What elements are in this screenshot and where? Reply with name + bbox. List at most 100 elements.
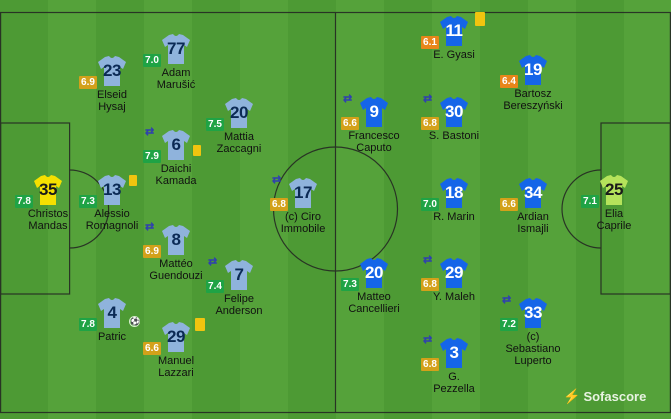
rating-badge: 6.4 [500, 75, 518, 88]
player-name: Patric [97, 331, 127, 343]
jersey-number: 29 [445, 263, 463, 282]
rating-badge: 6.6 [143, 342, 161, 355]
jersey-number: 17 [294, 183, 312, 202]
jersey-number: 19 [524, 60, 542, 79]
substitution-icon: ⇄ [423, 254, 433, 266]
yellow-card-icon [195, 318, 205, 331]
sofascore-wordmark: Sofascore [583, 389, 647, 404]
substitution-icon: ⇄ [502, 294, 512, 306]
jersey-number: 23 [103, 61, 121, 80]
shirt-icon: 35 [34, 175, 62, 205]
shirt-icon: 77 [162, 34, 190, 64]
rating-badge: 6.8 [270, 198, 288, 211]
jersey-number: 9 [369, 102, 379, 121]
jersey-number: 77 [167, 39, 185, 58]
player-name: S. Bastoni [428, 130, 480, 142]
shirt-icon: 6 [162, 130, 190, 160]
jersey-number: 18 [445, 183, 463, 202]
substitution-icon: ⇄ [272, 174, 282, 186]
substitution-icon: ⇄ [208, 256, 218, 268]
rating-badge: 7.8 [15, 195, 33, 208]
jersey-number: 11 [445, 21, 463, 40]
jersey-number: 29 [167, 327, 185, 346]
shirt-icon: 20 [225, 98, 253, 128]
player-name: G.Pezzella [433, 371, 475, 395]
shirt-icon: 23 [98, 56, 126, 86]
substitution-icon: ⇄ [145, 126, 155, 138]
rating-badge: 6.6 [500, 198, 518, 211]
yellow-card-icon [193, 145, 201, 156]
shirt-icon: 18 [440, 178, 468, 208]
jersey-number: 7 [234, 265, 244, 284]
shirt-icon: 8 [162, 225, 190, 255]
jersey-number: 34 [524, 183, 542, 202]
rating-badge: 6.8 [421, 358, 439, 371]
jersey-number: 4 [107, 303, 117, 322]
rating-badge: 7.2 [500, 318, 518, 331]
jersey-number: 3 [449, 343, 459, 362]
rating-badge: 7.4 [206, 280, 224, 293]
sofascore-logo: ⚡ Sofascore [563, 388, 646, 405]
jersey-number: 35 [39, 180, 57, 199]
rating-badge: 7.0 [143, 54, 161, 67]
substitution-icon: ⇄ [423, 334, 433, 346]
substitution-icon: ⇄ [423, 93, 433, 105]
shirt-icon: 19 [519, 55, 547, 85]
rating-badge: 7.3 [341, 278, 359, 291]
substitution-icon: ⇄ [343, 93, 353, 105]
rating-badge: 7.8 [79, 318, 97, 331]
yellow-card-icon [475, 12, 485, 26]
shirt-icon: 17 [289, 178, 317, 208]
shirt-icon: 9 [360, 97, 388, 127]
rating-badge: 7.5 [206, 118, 224, 131]
shirt-icon: 20 [360, 258, 388, 288]
shirt-icon: 7 [225, 260, 253, 290]
shirt-icon: 25 [600, 175, 628, 205]
shirt-icon: 29 [162, 322, 190, 352]
rating-badge: 6.6 [341, 117, 359, 130]
substitution-icon: ⇄ [145, 221, 155, 233]
jersey-number: 13 [103, 180, 121, 199]
rating-badge: 6.8 [421, 278, 439, 291]
jersey-number: 20 [365, 263, 383, 282]
player-name: Y. Maleh [433, 291, 475, 303]
rating-badge: 7.9 [143, 150, 161, 163]
jersey-number: 33 [524, 303, 542, 322]
shirt-icon: 30 [440, 97, 468, 127]
rating-badge: 6.9 [79, 76, 97, 89]
shirt-icon: 34 [519, 178, 547, 208]
yellow-card-icon [129, 175, 137, 186]
shirt-icon: 33 [519, 298, 547, 328]
jersey-number: 30 [445, 102, 463, 121]
shirt-icon: 29 [440, 258, 468, 288]
shirt-icon: 11 [440, 16, 468, 46]
jersey-number: 25 [605, 180, 623, 199]
rating-badge: 7.3 [79, 195, 97, 208]
player-name: E. Gyasi [433, 49, 475, 61]
shirt-icon: 13 [98, 175, 126, 205]
rating-badge: 6.8 [421, 117, 439, 130]
rating-badge: 6.9 [143, 245, 161, 258]
jersey-number: 8 [171, 230, 181, 249]
goal-ball-icon: ⚽ [129, 316, 140, 327]
rating-badge: 6.1 [421, 36, 439, 49]
jersey-number: 20 [230, 103, 248, 122]
jersey-number: 6 [171, 135, 181, 154]
